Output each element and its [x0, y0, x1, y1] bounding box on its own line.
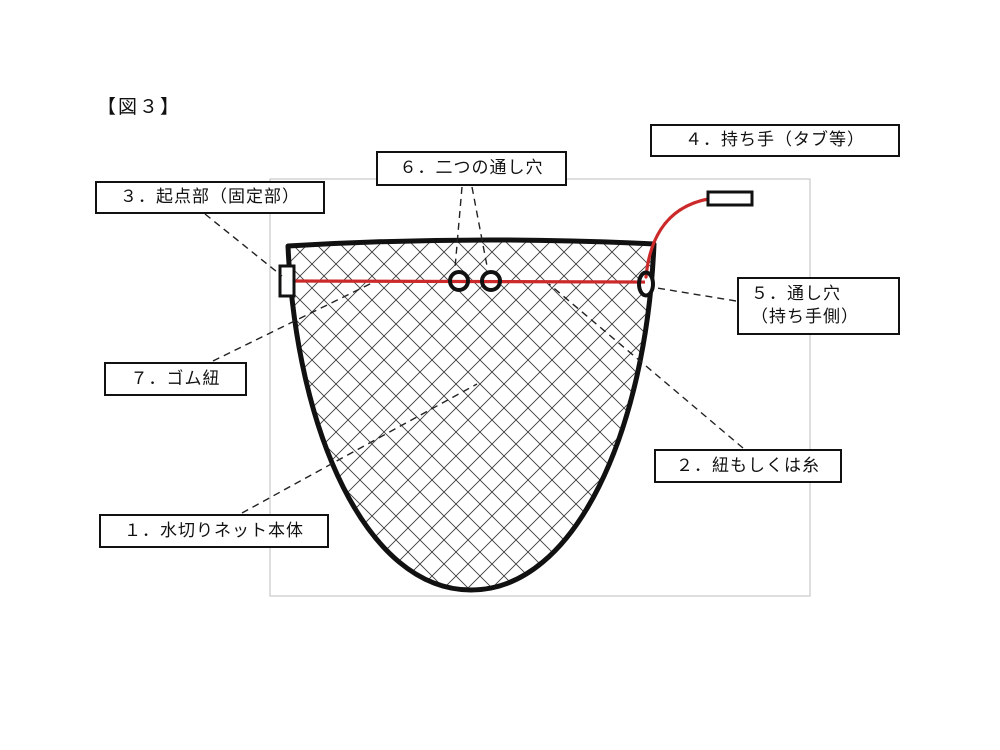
- net-body-shape: [285, 237, 657, 593]
- connector-two-holes-left: [454, 186, 463, 269]
- handle-side-hole: [637, 270, 655, 298]
- connector-two-holes-right: [471, 186, 488, 267]
- label-hole-handle-line2: （持ち手側）: [751, 307, 859, 326]
- leader-lines: [204, 186, 744, 514]
- connector-string: [548, 283, 744, 449]
- label-handle-text: ４．持ち手（タブ等）: [685, 130, 865, 150]
- label-rubber-cord-text: ７．ゴム紐: [130, 368, 221, 388]
- cord-to-handle-curve: [644, 197, 710, 279]
- through-hole-left: [448, 270, 470, 292]
- figure-title: 【図３】: [97, 97, 182, 118]
- handle-side-hole-fill: [639, 272, 653, 296]
- connector-origin: [204, 213, 283, 277]
- label-net-body: １．水切りネット本体: [99, 514, 329, 548]
- label-two-holes-text: ６．二つの通し穴: [399, 158, 544, 178]
- connector-hole-handle: [656, 287, 737, 302]
- label-two-holes: ６．二つの通し穴: [376, 151, 567, 186]
- origin-fixed-tab: [278, 264, 296, 298]
- label-hole-handle-side: ５．通し穴 （持ち手側）: [737, 277, 900, 335]
- label-origin-text: ３．起点部（固定部）: [120, 187, 300, 207]
- label-string: ２．紐もしくは糸: [654, 449, 842, 483]
- connector-net-body: [241, 383, 478, 514]
- through-hole-right: [480, 270, 502, 292]
- label-handle: ４．持ち手（タブ等）: [650, 124, 900, 157]
- label-net-body-text: １．水切りネット本体: [124, 520, 304, 540]
- label-rubber-cord: ７．ゴム紐: [104, 362, 247, 396]
- label-string-text: ２．紐もしくは糸: [676, 455, 820, 475]
- connector-rubber-cord: [212, 282, 373, 362]
- label-hole-handle-line1: ５．通し穴: [751, 284, 841, 304]
- handle-tab: [706, 190, 754, 207]
- label-origin: ３．起点部（固定部）: [95, 181, 325, 214]
